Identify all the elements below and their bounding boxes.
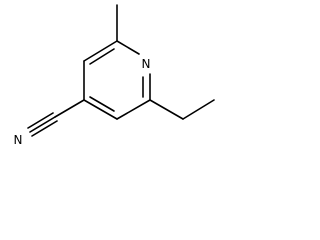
bond-ethyl-2 [182, 99, 215, 120]
bond-ethyl-1 [149, 99, 184, 120]
bond-nitrile-a [29, 116, 56, 133]
nitrile-nitrogen-label: N [14, 133, 23, 147]
bond-c5-c6 [83, 40, 118, 62]
bond-c5-c6-inner [89, 48, 115, 65]
bond-nitrile-c [31, 120, 58, 137]
bond-c2-c3 [116, 99, 151, 120]
bond-c4-cyano [54, 99, 85, 118]
bond-c6-n1 [116, 40, 140, 55]
ring-nitrogen-label: N [142, 57, 151, 71]
bond-nitrile-b [27, 112, 54, 129]
bond-c3-c4-inner [89, 96, 115, 112]
bond-c3-c4 [83, 99, 118, 120]
chemical-structure: N N [14, 4, 215, 147]
